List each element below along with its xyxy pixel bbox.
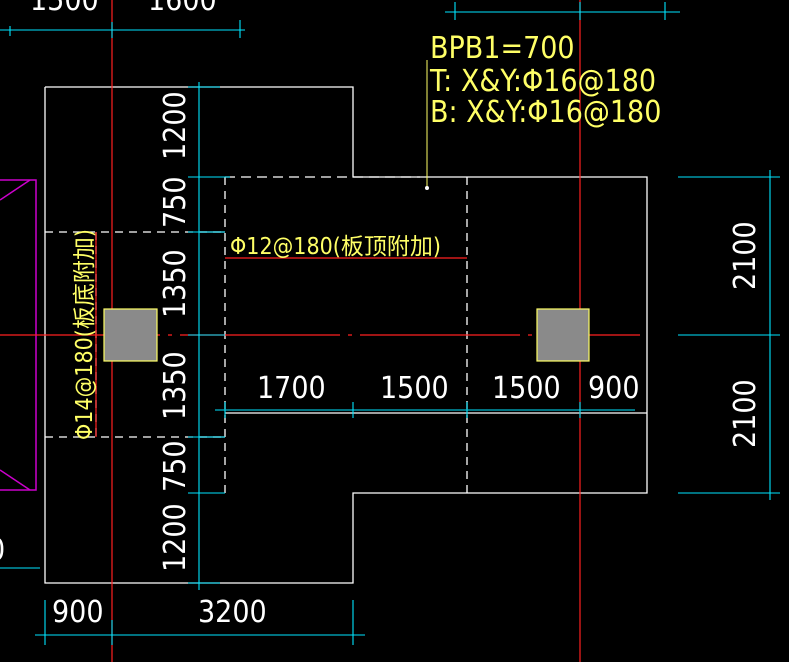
inner-dim-4: 900 bbox=[588, 371, 640, 406]
rebar-top-extra: Φ12@180(板顶附加) bbox=[230, 234, 441, 260]
left-vdim-4: 1350 bbox=[158, 351, 193, 420]
right-vdim-1: 2100 bbox=[728, 221, 763, 290]
bottom-dim-1: 900 bbox=[52, 595, 104, 630]
dimension-lines bbox=[0, 2, 780, 645]
slab-label-dot bbox=[425, 186, 429, 190]
right-vdim-2: 2100 bbox=[728, 379, 763, 448]
column-left bbox=[103, 308, 158, 362]
left-vdim-5: 750 bbox=[158, 440, 193, 492]
left-vdim-2: 750 bbox=[158, 176, 193, 228]
inner-dim-2: 1500 bbox=[380, 371, 449, 406]
inner-dim-3: 1500 bbox=[492, 371, 561, 406]
top-dim-1: 1500 bbox=[30, 0, 99, 18]
left-vdim-1: 1200 bbox=[158, 91, 193, 160]
left-vdim-6: 1200 bbox=[158, 503, 193, 572]
column-right bbox=[536, 308, 590, 362]
bottom-dim-2: 3200 bbox=[198, 595, 267, 630]
left-vdim-3: 1350 bbox=[158, 249, 193, 318]
inner-dim-1: 1700 bbox=[257, 371, 326, 406]
slab-bottom-rebar: B: X&Y:Φ16@180 bbox=[430, 95, 661, 130]
left-edge-text: 0 bbox=[0, 533, 5, 568]
slab-top-rebar: T: X&Y:Φ16@180 bbox=[429, 64, 656, 99]
slab-name: BPB1=700 bbox=[430, 31, 575, 66]
rebar-bottom-extra: Φ14@180(板底附加) bbox=[72, 229, 98, 440]
top-dim-2: 1600 bbox=[148, 0, 217, 18]
